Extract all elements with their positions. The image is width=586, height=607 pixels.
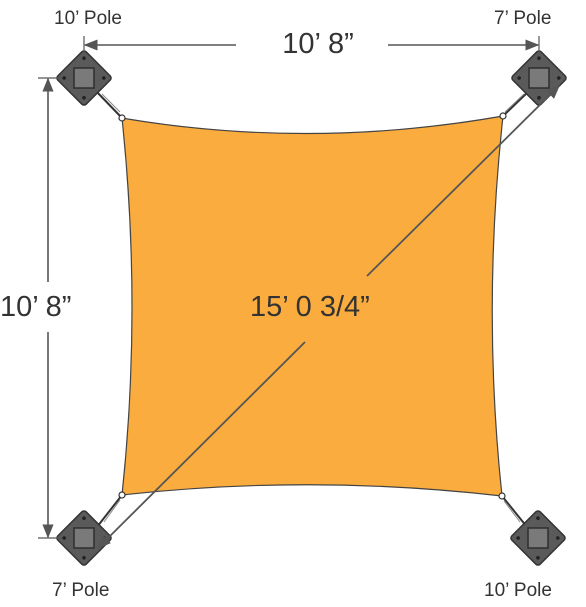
turnbuckle-icon <box>499 89 531 120</box>
turnbuckle-icon <box>498 492 528 528</box>
pole-label-top-left: 10’ Pole <box>54 8 122 29</box>
diagonal-dimension-label: 15’ 0 3/4” <box>250 291 370 323</box>
width-dimension-label: 10’ 8” <box>282 28 354 60</box>
pole-mount-icon <box>509 48 569 108</box>
arrow-icon <box>366 85 560 277</box>
pole-label-bottom-right: 10’ Pole <box>484 580 552 601</box>
pole-label-bottom-left: 7’ Pole <box>52 580 110 601</box>
pole-label-top-right: 7’ Pole <box>494 8 552 29</box>
turnbuckle-icon <box>96 491 126 528</box>
arrow-icon <box>97 341 306 549</box>
turnbuckle-icon <box>94 89 126 122</box>
pole-mount-icon <box>508 508 568 568</box>
height-dimension-label: 10’ 8” <box>0 291 72 323</box>
